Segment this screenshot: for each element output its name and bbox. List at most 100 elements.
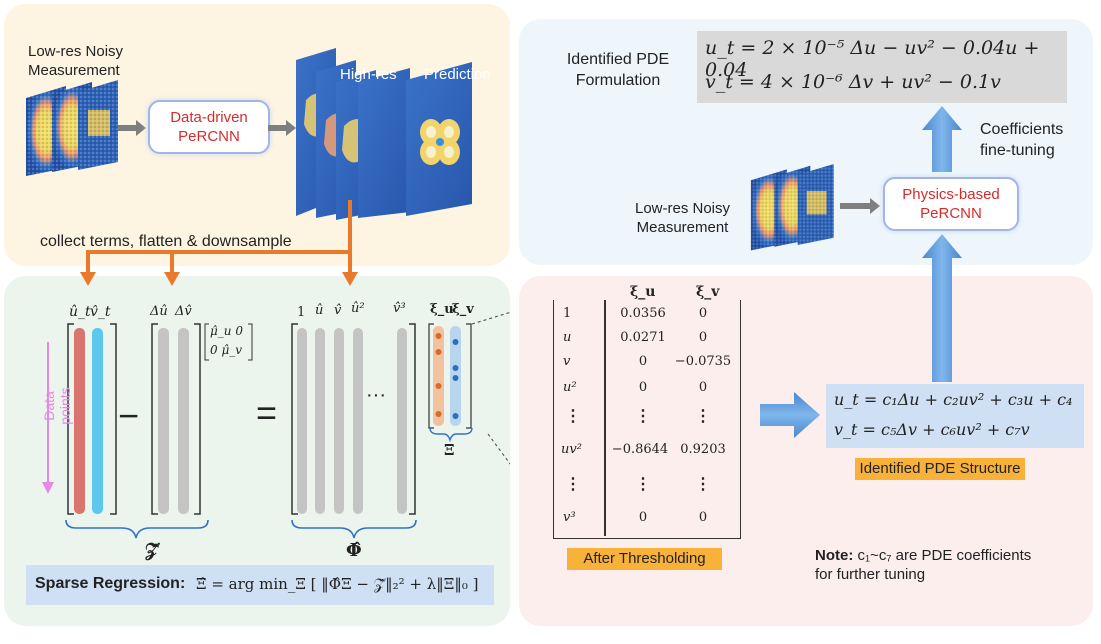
- physics-line1: Physics-based: [902, 186, 1000, 203]
- lib-header-u: û: [315, 303, 324, 318]
- mu-row-1: μ̂_u 0: [210, 324, 243, 338]
- note-text: Note: c₁~c₇ are PDE coefficients for fur…: [815, 546, 1085, 584]
- row-xv: ⋮: [695, 476, 711, 493]
- table-row: v³ 0 0: [553, 510, 743, 532]
- finetune-arrow: [922, 106, 962, 172]
- pde-equation-v: v_t = 4 × 10⁻⁶ Δv + uv² − 0.1v: [705, 71, 1001, 93]
- note-line2: for further tuning: [815, 566, 926, 583]
- arrow-to-prediction: [268, 120, 296, 136]
- data-driven-line2: PeRCNN: [178, 128, 240, 145]
- low-res-measurement-stack-right: [750, 164, 834, 251]
- finetune-line2: fine-tuning: [980, 142, 1055, 159]
- input-label: Low-res Noisy Measurement: [28, 42, 148, 80]
- row-term: v³: [563, 510, 576, 525]
- identified-structure-label: Identified PDE Structure: [855, 458, 1025, 480]
- lib-header-u2: û²: [351, 301, 365, 316]
- pde-title-line1: Identified PDE: [566, 51, 670, 68]
- data-driven-percnn-box: Data-driven PeRCNN: [148, 100, 270, 154]
- physics-percnn-box: Physics-based PeRCNN: [883, 177, 1019, 231]
- table-row: ⋮ ⋮ ⋮: [553, 406, 743, 428]
- row-xu: 0.0271: [620, 330, 666, 345]
- lib-header-1: 1: [297, 305, 306, 320]
- header-lap-u: Δû: [150, 304, 168, 319]
- table-header-xv: ξ_v: [696, 284, 720, 300]
- row-xu: 0: [638, 510, 648, 525]
- coefficient-table: [553, 300, 741, 539]
- arrow-to-physics: [840, 198, 880, 214]
- physics-line2: PeRCNN: [920, 205, 982, 222]
- input-label-line1: Low-res Noisy: [28, 43, 124, 60]
- xi-header-u: ξ_u: [430, 302, 454, 317]
- xi-label: Ξ: [444, 441, 455, 459]
- after-thresholding-label: After Thresholding: [567, 548, 722, 570]
- row-xv: 0: [698, 380, 708, 395]
- sparse-regression-equation: Ξ̂ = arg min_Ξ [ ‖Φ̂Ξ − 𝒵̂‖₂² + λ‖Ξ‖₀ ]: [196, 575, 479, 593]
- row-xu: 0: [638, 354, 648, 369]
- sparse-regression-box: Sparse Regression: Ξ̂ = arg min_Ξ [ ‖Φ̂Ξ…: [26, 565, 494, 605]
- structure-to-physics-arrow: [922, 234, 962, 382]
- xi-header-v: ξ_v: [452, 302, 474, 317]
- row-xv: 0.9203: [680, 442, 726, 457]
- pde-structure-box: u_t = c₁Δu + c₂uv² + c₃u + c₄ v_t = c₅Δv…: [826, 384, 1084, 448]
- collect-label: collect terms, flatten & downsample: [40, 233, 292, 250]
- regression-diagram: [42, 311, 510, 539]
- table-header-xu: ξ_u: [630, 284, 656, 300]
- row-term: ⋮: [565, 476, 581, 493]
- table-row: uv² −0.8644 0.9203: [553, 442, 743, 464]
- header-ut: û_t: [69, 304, 91, 320]
- table-row: u² 0 0: [553, 380, 743, 402]
- row-xv: ⋮: [695, 408, 711, 425]
- row-term: uv²: [561, 442, 582, 457]
- sparse-regression-label: Sparse Regression:: [35, 575, 186, 592]
- low-res-measurement-stack: [26, 80, 118, 176]
- row-xu: −0.8644: [611, 442, 669, 457]
- high-res-label: High-res: [340, 65, 397, 84]
- lib-header-v3: v̂³: [393, 301, 406, 316]
- input-label-line2: Measurement: [28, 62, 120, 79]
- input-label-right: Low-res Noisy Measurement: [625, 199, 740, 237]
- mu-row-2: 0 μ̂_v: [210, 343, 243, 357]
- table-row: u 0.0271 0: [553, 330, 743, 352]
- orange-arrows: [80, 200, 358, 286]
- finetune-label: Coefficients fine-tuning: [980, 119, 1063, 161]
- arrow-to-data-driven: [118, 120, 146, 136]
- bar-ut: [74, 328, 85, 514]
- input-label-right-2: Measurement: [636, 219, 729, 236]
- lib-header-v: v̂: [334, 303, 342, 318]
- high-res-label-1: High-res: [340, 66, 397, 83]
- clover-pattern: [420, 119, 460, 165]
- row-xv: 0: [698, 510, 708, 525]
- pde-formulation-box: u_t = 2 × 10⁻⁵ Δu − uv² − 0.04u + 0.04 v…: [697, 31, 1067, 103]
- table-row: 1 0.0356 0: [553, 306, 743, 328]
- finetune-line1: Coefficients: [980, 121, 1064, 138]
- input-label-right-1: Low-res Noisy: [634, 200, 731, 217]
- structure-equation-u: u_t = c₁Δu + c₂uv² + c₃u + c₄: [834, 390, 1073, 409]
- row-xu: ⋮: [635, 476, 651, 493]
- high-res-prediction-stack: [296, 48, 472, 220]
- z-hat-label: 𝒵̂: [145, 540, 159, 561]
- table-row: ⋮ ⋮ ⋮: [553, 474, 743, 496]
- data-driven-line1: Data-driven: [170, 109, 248, 126]
- note-line1: c₁~c₇ are PDE coefficients: [857, 547, 1032, 564]
- prediction-label-text: Prediction: [424, 66, 491, 83]
- row-xu: ⋮: [635, 408, 651, 425]
- row-term: u: [563, 330, 572, 345]
- header-lap-v: Δv̂: [175, 304, 192, 319]
- data-points-label: Data points: [41, 387, 73, 425]
- pde-equation-u: u_t = 2 × 10⁻⁵ Δu − uv² − 0.04u + 0.04: [705, 37, 1040, 81]
- row-xu: 0.0356: [620, 306, 666, 321]
- hr-frame-4: [358, 68, 410, 218]
- row-term: 1: [563, 306, 572, 321]
- row-xv: 0: [698, 330, 708, 345]
- row-term: ⋮: [565, 408, 581, 425]
- row-term: u²: [563, 380, 577, 395]
- library-dots: ···: [366, 384, 386, 406]
- row-xv: 0: [698, 306, 708, 321]
- row-xu: 0: [638, 380, 648, 395]
- identified-pde-title: Identified PDE Formulation: [548, 49, 688, 91]
- pde-title-line2: Formulation: [575, 72, 661, 89]
- row-term: v: [563, 354, 571, 369]
- structure-equation-v: v_t = c₅Δv + c₆uv² + c₇v: [834, 420, 1030, 439]
- row-xv: −0.0735: [674, 354, 732, 369]
- bar-vt: [92, 328, 103, 514]
